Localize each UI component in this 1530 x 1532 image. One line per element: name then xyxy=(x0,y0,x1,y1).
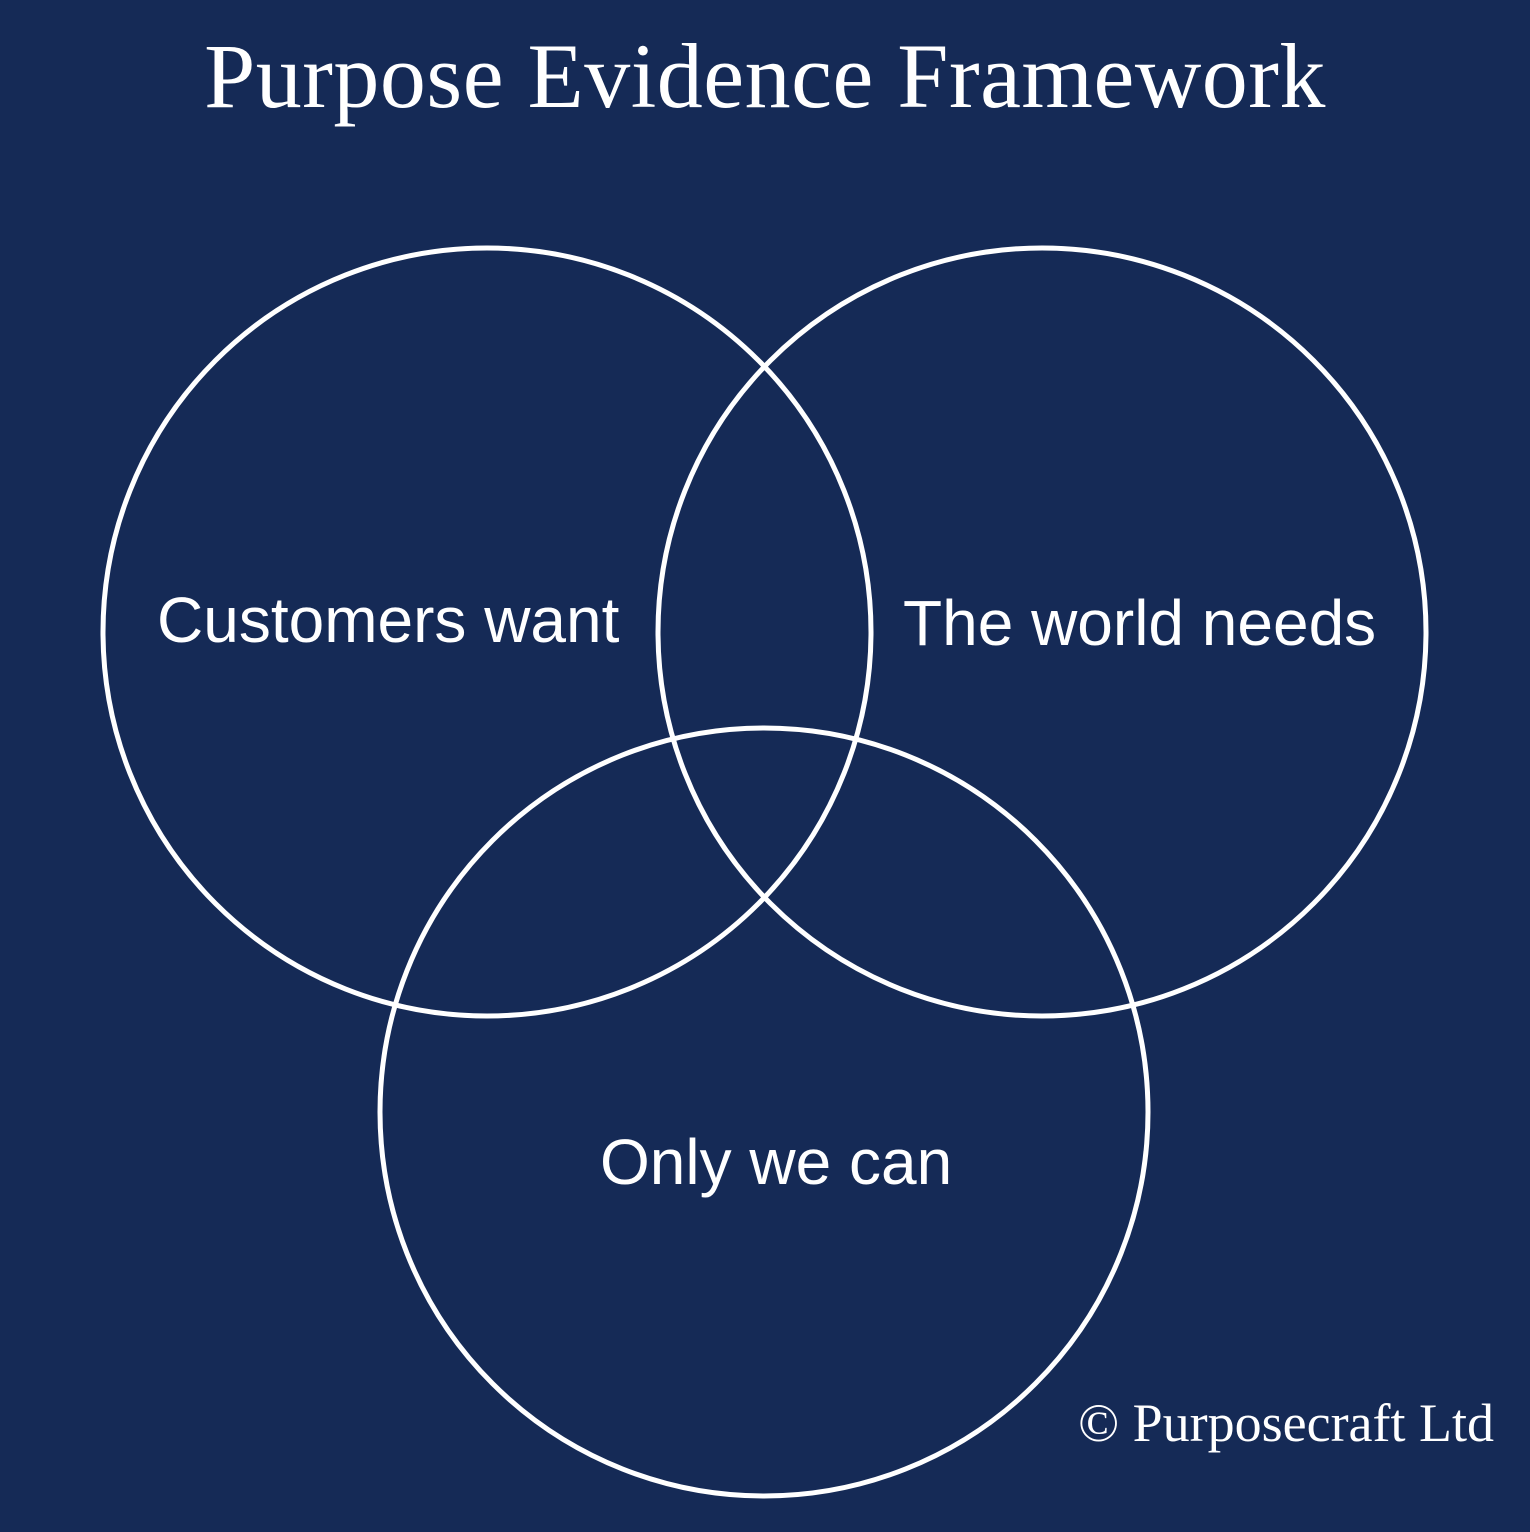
diagram-title: Purpose Evidence Framework xyxy=(204,25,1326,127)
label-only-we-can: Only we can xyxy=(600,1126,953,1198)
copyright-notice: © Purposecraft Ltd xyxy=(1078,1393,1494,1453)
circle-customers-want xyxy=(100,245,874,1019)
circle-world-needs xyxy=(655,245,1429,1019)
label-world-needs: The world needs xyxy=(903,587,1377,659)
label-customers-want: Customers want xyxy=(157,584,620,656)
circle-only-we-can xyxy=(377,725,1151,1499)
